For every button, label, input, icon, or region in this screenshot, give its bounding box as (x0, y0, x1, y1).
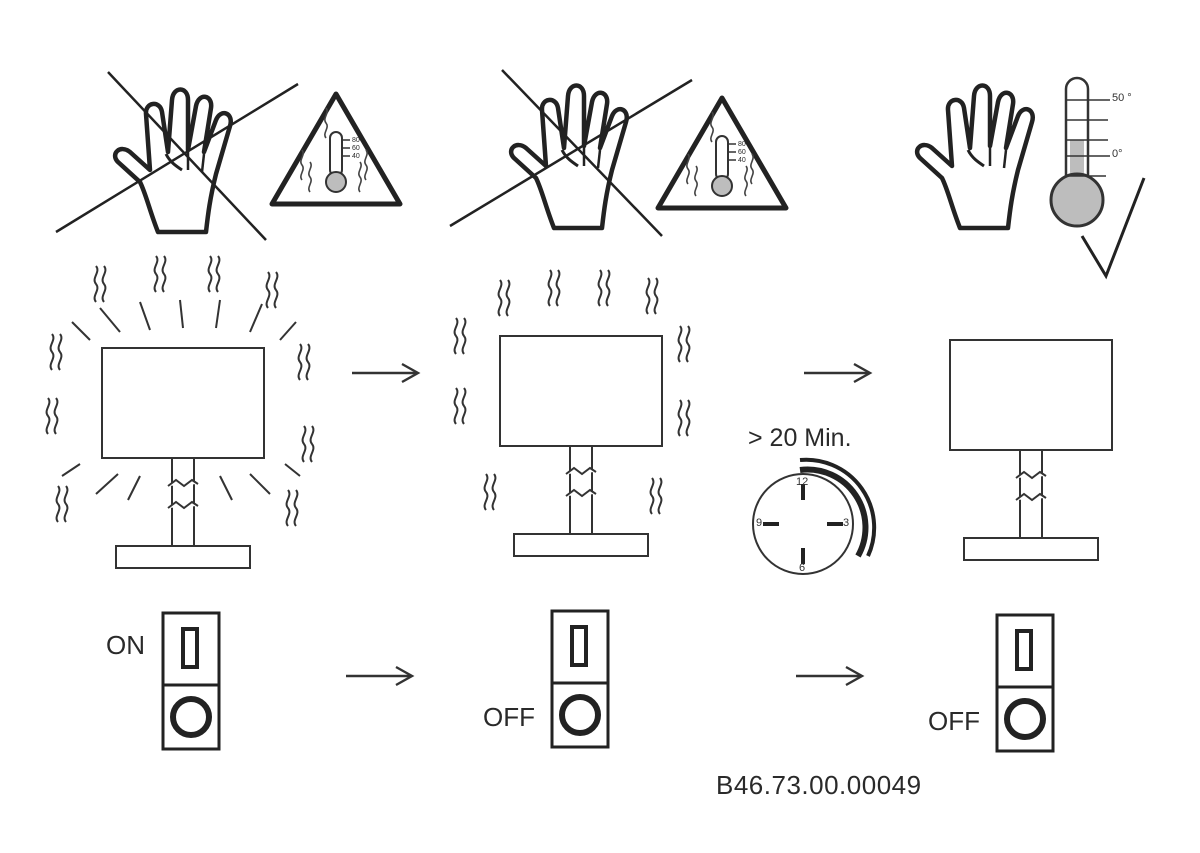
hand-icon-crossed-1 (55, 71, 299, 241)
checkmark-icon (1080, 177, 1146, 280)
switch-on-label: ON (106, 630, 145, 660)
triangle-tick-2-b: 60 (738, 149, 746, 156)
hand-icon-crossed-2 (449, 69, 693, 237)
switch-off-label-2: OFF (928, 706, 980, 736)
wait-time-label: > 20 Min. (748, 424, 852, 452)
lamp-cold (949, 339, 1113, 561)
switch-on (163, 613, 219, 749)
arrow-right-2 (802, 362, 872, 384)
arrow-right-1 (350, 362, 420, 384)
switch-off-2 (997, 615, 1053, 751)
clock-number-9: 9 (756, 517, 763, 529)
lamp-hot (45, 255, 315, 569)
arrow-right-3 (344, 665, 414, 687)
thermometer-high-label: 50 ° (1112, 92, 1132, 104)
clock-number-6: 6 (799, 562, 806, 574)
triangle-tick-2-c: 40 (738, 157, 746, 164)
switch-off-1 (552, 611, 608, 747)
switch-off-label-1: OFF (483, 702, 535, 732)
thermometer-low-label: 0° (1112, 148, 1123, 160)
clock-number-3: 3 (843, 517, 850, 529)
arrow-right-4 (794, 665, 864, 687)
triangle-tick-1-a: 80 (352, 137, 360, 144)
clock-number-12: 12 (796, 476, 809, 488)
thermometer-icon (1049, 76, 1110, 228)
triangle-tick-1-c: 40 (352, 153, 360, 160)
hand-icon-safe (917, 86, 1033, 229)
triangle-tick-2-a: 80 (738, 141, 746, 148)
hot-surface-warning-icon-2 (658, 98, 786, 208)
hot-surface-warning-icon-1 (272, 94, 400, 204)
lamp-cooling (453, 269, 691, 557)
triangle-tick-1-b: 60 (352, 145, 360, 152)
document-code: B46.73.00.00049 (716, 770, 922, 800)
clock-icon (752, 457, 877, 575)
